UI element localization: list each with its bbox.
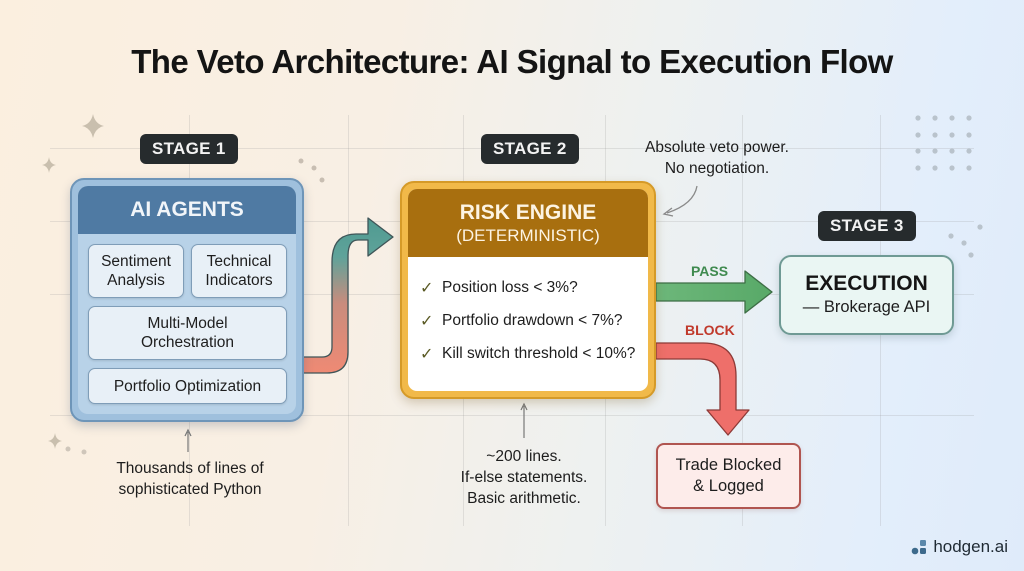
risk-engine-subheading: (DETERMINISTIC) — [456, 226, 600, 245]
portfolio-optimization-cell: Portfolio Optimization — [88, 368, 287, 404]
execution-heading: EXECUTION — [805, 272, 928, 295]
risk-engine-heading: RISK ENGINE — [459, 201, 597, 224]
veto-callout: Absolute veto power.No negotiation. — [645, 139, 789, 177]
stage-2-badge: STAGE 2 — [481, 134, 579, 164]
pass-arrow — [655, 270, 773, 314]
risk-check-item: ✓ Position loss < 3%? — [420, 278, 578, 297]
brand-name: hodgen.ai — [933, 537, 1008, 556]
stage-3-badge: STAGE 3 — [818, 211, 916, 241]
risk-check-item: ✓ Portfolio drawdown < 7%? — [420, 311, 623, 330]
check-icon: ✓ — [420, 345, 434, 363]
risk-engine-header: RISK ENGINE (DETERMINISTIC) — [408, 189, 648, 257]
risk-check-list: ✓ Position loss < 3%? ✓ Portfolio drawdo… — [408, 257, 648, 370]
sparkle-icon — [48, 433, 62, 449]
check-icon: ✓ — [420, 279, 434, 297]
stage-2-note: ~200 lines.If-else statements.Basic arit… — [460, 448, 588, 507]
block-label: BLOCK — [685, 322, 735, 338]
callout-arrow — [666, 185, 698, 214]
trade-blocked-box: Trade Blocked& Logged — [656, 443, 801, 509]
signal-arrow — [302, 217, 394, 374]
stage-1-badge: STAGE 1 — [140, 134, 238, 164]
ai-agents-heading: AI AGENTS — [78, 186, 296, 234]
pass-label: PASS — [691, 263, 729, 279]
block-arrow — [655, 342, 750, 436]
page-title: The Veto Architecture: AI Signal to Exec… — [131, 43, 893, 80]
risk-engine-box: RISK ENGINE (DETERMINISTIC) ✓ Position l… — [400, 181, 656, 399]
sparkle-icon — [42, 157, 56, 173]
execution-subheading: — Brokerage API — [802, 298, 931, 316]
risk-check-item: ✓ Kill switch threshold < 10%? — [420, 344, 636, 363]
brand-logo: hodgen.ai — [911, 537, 1008, 557]
hodgen-logo-icon — [912, 540, 927, 555]
check-icon: ✓ — [420, 312, 434, 330]
sparkle-icon — [82, 114, 104, 138]
execution-box: EXECUTION — Brokerage API — [779, 255, 954, 335]
